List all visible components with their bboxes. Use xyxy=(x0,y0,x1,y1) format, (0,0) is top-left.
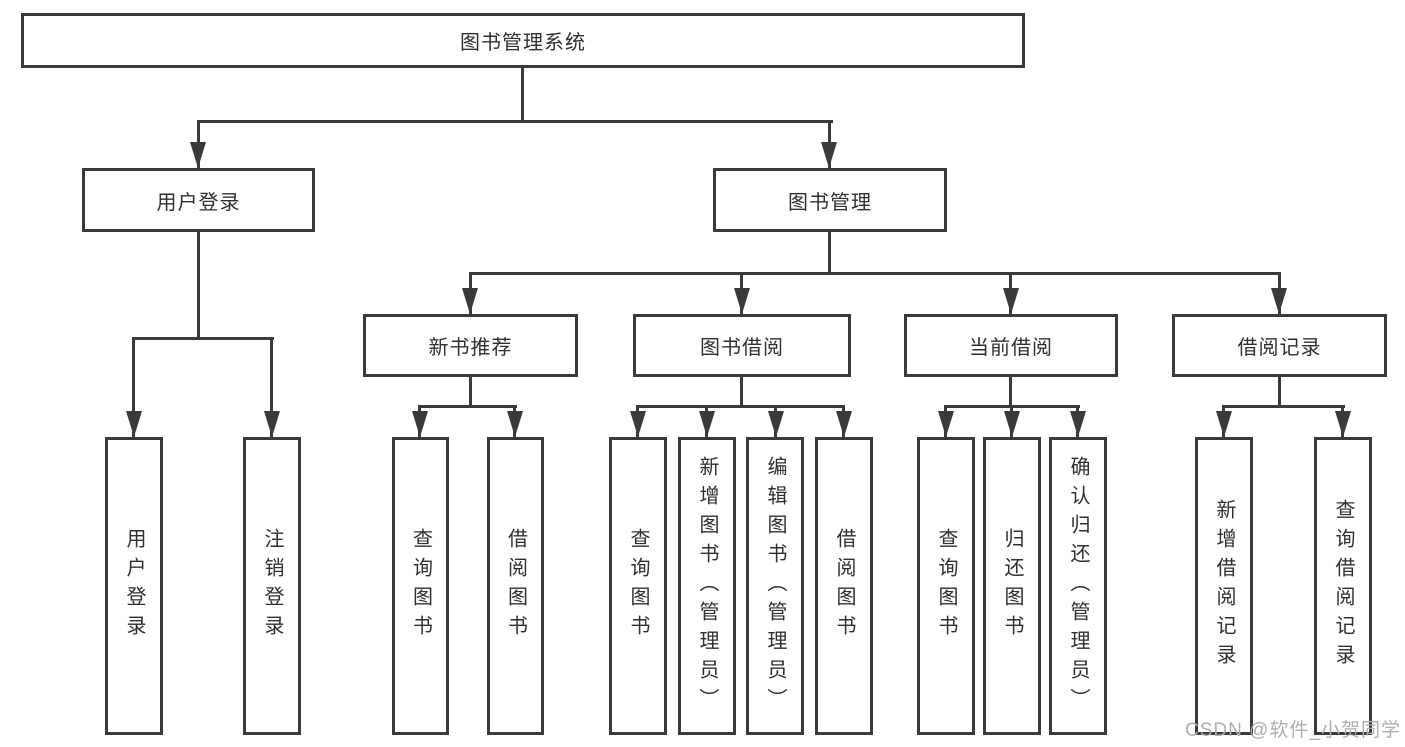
arrowhead-down-icon xyxy=(734,288,750,314)
arrowhead-down-icon xyxy=(836,411,852,437)
connector-line xyxy=(828,232,831,272)
arrowhead-down-icon xyxy=(126,411,142,437)
arrowhead-down-icon xyxy=(1216,411,1232,437)
leaf-logout: 注销登录 xyxy=(243,437,301,735)
csdn-watermark: CSDN @软件_小贺同学 xyxy=(1185,720,1401,741)
arrowhead-down-icon xyxy=(1335,411,1351,437)
arrowhead-down-icon xyxy=(412,411,428,437)
leaf-confirm-return-admin: 确认归还（管理员） xyxy=(1049,437,1107,735)
node-new-book-recommend: 新书推荐 xyxy=(363,314,578,377)
connector-line xyxy=(1278,377,1281,406)
node-book-borrowing: 图书借阅 xyxy=(633,314,851,377)
arrowhead-down-icon xyxy=(1004,411,1020,437)
arrowhead-down-icon xyxy=(507,411,523,437)
leaf-query-borrow-record: 查询借阅记录 xyxy=(1314,437,1372,735)
leaf-borrow-books: 借阅图书 xyxy=(815,437,873,735)
node-book-management: 图书管理 xyxy=(713,168,947,232)
arrowhead-down-icon xyxy=(1271,288,1287,314)
connector-line xyxy=(1009,377,1012,406)
leaf-edit-books-admin: 编辑图书（管理员） xyxy=(746,437,804,735)
connector-line xyxy=(469,272,1281,275)
leaf-user-login: 用户登录 xyxy=(105,437,163,735)
connector-line xyxy=(521,68,524,120)
connector-line xyxy=(636,405,845,408)
node-root: 图书管理系统 xyxy=(21,13,1025,68)
arrowhead-down-icon xyxy=(630,411,646,437)
connector-line xyxy=(740,377,743,406)
node-borrowing-records: 借阅记录 xyxy=(1172,314,1387,377)
arrowhead-down-icon xyxy=(462,288,478,314)
arrowhead-down-icon xyxy=(699,411,715,437)
arrowhead-down-icon xyxy=(190,142,206,168)
connector-line xyxy=(132,337,274,340)
connector-line xyxy=(197,120,833,123)
leaf-query-books: 查询图书 xyxy=(392,437,449,735)
connector-line xyxy=(469,377,472,406)
leaf-query-books: 查询图书 xyxy=(609,437,667,735)
node-user-login: 用户登录 xyxy=(82,168,315,232)
connector-line xyxy=(197,232,200,337)
arrowhead-down-icon xyxy=(1070,411,1086,437)
connector-line xyxy=(418,405,517,408)
connector-line xyxy=(270,337,273,437)
arrowhead-down-icon xyxy=(938,411,954,437)
leaf-add-books-admin: 新增图书（管理员） xyxy=(678,437,736,735)
leaf-borrow-books: 借阅图书 xyxy=(487,437,544,735)
arrowhead-down-icon xyxy=(821,142,837,168)
arrowhead-down-icon xyxy=(264,411,280,437)
arrowhead-down-icon xyxy=(1003,288,1019,314)
connector-line xyxy=(132,337,135,437)
connector-line xyxy=(1222,405,1345,408)
leaf-return-books: 归还图书 xyxy=(983,437,1041,735)
node-current-borrowing: 当前借阅 xyxy=(904,314,1118,377)
leaf-query-books: 查询图书 xyxy=(917,437,975,735)
arrowhead-down-icon xyxy=(768,411,784,437)
leaf-add-borrow-record: 新增借阅记录 xyxy=(1195,437,1253,735)
